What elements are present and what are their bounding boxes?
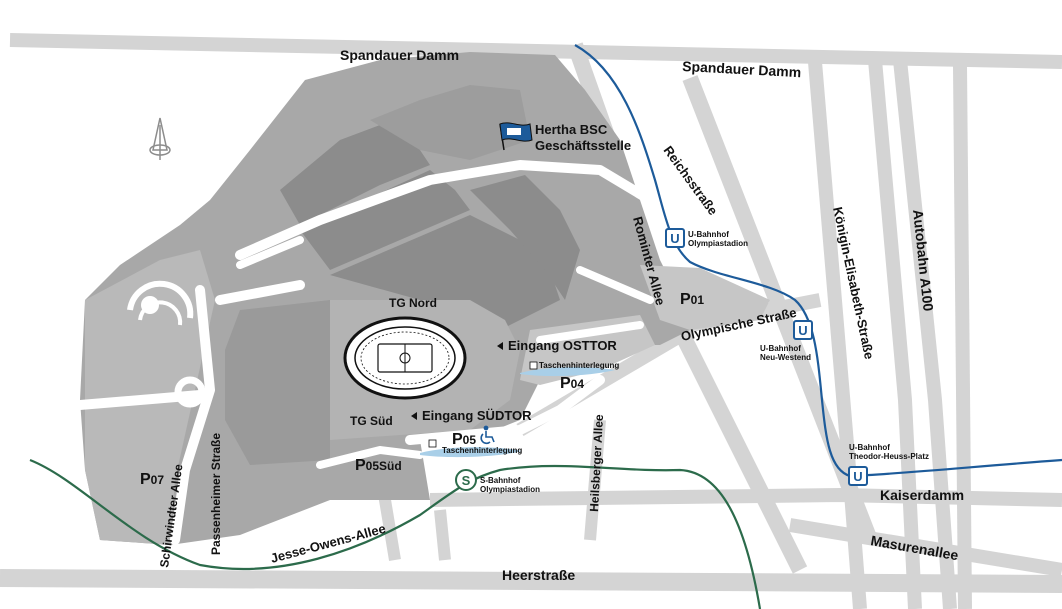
u-olympia-line1: U-Bahnhof xyxy=(688,230,729,239)
entrance-arrow-icon xyxy=(497,342,503,350)
parking-p07: P07 xyxy=(140,471,164,488)
hertha-label-line2: Geschäftsstelle xyxy=(535,138,631,153)
ubahn-icon: U xyxy=(670,231,679,246)
parking-p05: P05 xyxy=(452,431,476,448)
bag-drop-1: Taschenhinterlegung xyxy=(520,361,619,377)
station-u-neu-westend: U U-Bahnhof Neu-Westend xyxy=(760,320,813,362)
amphitheatre xyxy=(127,280,194,319)
street-heilsberger-allee: Heilsberger Allee xyxy=(587,414,606,513)
station-u-theodor-heuss-platz: U U-Bahnhof Theodor-Heuss-Platz xyxy=(848,443,929,486)
tg-sued-label: TG Süd xyxy=(350,414,393,428)
street-spandauer-damm-2: Spandauer Damm xyxy=(682,58,802,80)
parking-p05sued: P05Süd xyxy=(355,457,402,474)
s-olympia-line1: S-Bahnhof xyxy=(480,476,521,485)
u-theodor-line2: Theodor-Heuss-Platz xyxy=(849,452,929,461)
street-jesse-owens: Jesse-Owens-Allee xyxy=(269,521,387,566)
bag-drop-2-label: Taschenhinterlegung xyxy=(442,446,522,455)
station-s-olympiastadion: S S-Bahnhof Olympiastadion xyxy=(455,469,540,494)
station-u-olympiastadion: U U-Bahnhof Olympiastadion xyxy=(665,228,748,248)
north-arrow-icon xyxy=(149,117,171,160)
u-theodor-line1: U-Bahnhof xyxy=(849,443,890,452)
street-heerstrasse: Heerstraße xyxy=(502,567,575,583)
parking-p04: P04 xyxy=(560,375,584,392)
u-olympia-line2: Olympiastadion xyxy=(688,239,748,248)
entrance-arrow-icon xyxy=(411,412,417,420)
s-olympia-line2: Olympiastadion xyxy=(480,485,540,494)
eingang-suedtor-label: Eingang SÜDTOR xyxy=(422,408,532,423)
bag-drop-2: Taschenhinterlegung xyxy=(420,439,522,458)
sbahn-line xyxy=(29,458,762,609)
eingang-osttor-label: Eingang OSTTOR xyxy=(508,338,617,353)
street-kaiserdamm: Kaiserdamm xyxy=(880,487,964,503)
hertha-flag-icon xyxy=(499,122,533,151)
wheelchair-icon xyxy=(480,425,495,445)
street-spandauer-damm-1: Spandauer Damm xyxy=(340,47,459,63)
ubahn-line xyxy=(574,44,1062,478)
hertha-label-line1: Hertha BSC xyxy=(535,122,608,137)
bag-drop-1-label: Taschenhinterlegung xyxy=(539,361,619,370)
ubahn-icon: U xyxy=(798,323,807,338)
street-passenheimer: Passenheimer Straße xyxy=(209,433,223,555)
parking-p01: P01 xyxy=(680,291,704,308)
u-neuwestend-line2: Neu-Westend xyxy=(760,353,811,362)
u-neuwestend-line1: U-Bahnhof xyxy=(760,344,801,353)
sbahn-icon: S xyxy=(462,473,471,488)
parking-labels: P01 P04 P05 P05Süd P07 xyxy=(140,291,704,488)
ubahn-icon: U xyxy=(853,469,862,484)
tg-nord-label: TG Nord xyxy=(389,296,437,310)
poi-labels: Hertha BSC Geschäftsstelle TG Nord TG Sü… xyxy=(350,122,631,428)
footpaths xyxy=(15,160,655,545)
stadium xyxy=(343,316,467,400)
